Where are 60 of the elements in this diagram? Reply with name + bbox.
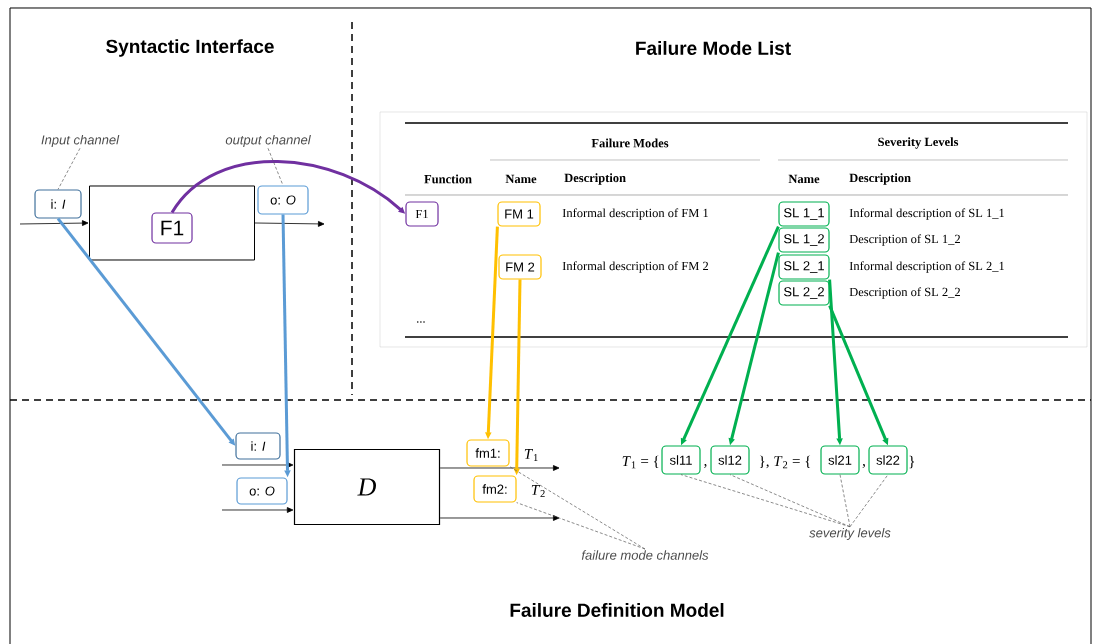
severity-box: SL 1_2	[778, 227, 830, 253]
column-header: Name	[788, 174, 820, 184]
formula-text: ,	[862, 464, 865, 468]
failure-mode-box: FM 2	[498, 254, 542, 280]
annotation-text: Input channel	[41, 134, 120, 148]
table-cell: Informal description of SL 1_1	[849, 208, 1004, 220]
severity-box: SL 1_1	[778, 201, 830, 227]
annotation-text: output channel	[225, 134, 311, 148]
arrow	[439, 515, 560, 521]
annotation-text: severity levels	[809, 527, 891, 541]
definition-block: D	[293, 448, 441, 526]
section-heading: Failure Mode List	[636, 41, 791, 55]
leader-line	[839, 474, 851, 528]
severity-box: sl11	[661, 445, 701, 475]
severity-box: SL 2_2	[778, 280, 830, 306]
leader-line	[729, 474, 851, 528]
port-box: o: O	[257, 185, 309, 215]
section-heading: Syntactic Interface	[106, 39, 274, 57]
port-box: i: I	[34, 189, 82, 219]
channel-box: fm1:	[466, 439, 510, 467]
column-header: Description	[849, 173, 911, 185]
column-header: Function	[424, 174, 472, 184]
arrow	[19, 220, 89, 226]
leader-line	[680, 474, 851, 528]
port-box: i: I	[235, 432, 281, 460]
column-header: Failure Modes	[591, 138, 669, 148]
leader-line	[267, 147, 284, 186]
column-header: Description	[564, 173, 626, 185]
leader-line	[849, 474, 889, 528]
function-name-box: F1	[151, 212, 193, 244]
severity-box: sl12	[710, 445, 750, 475]
table-cell: Description of SL 2_2	[849, 287, 960, 299]
annotation-text: failure mode channels	[581, 550, 709, 560]
arrow	[439, 465, 560, 471]
table-cell: Description of SL 1_2	[849, 234, 960, 246]
column-header: Name	[505, 174, 537, 184]
section-heading: Failure Definition Model	[510, 603, 724, 617]
function-block	[89, 185, 255, 261]
severity-box: sl21	[820, 445, 860, 475]
table-cell: Informal description of FM 2	[562, 261, 709, 273]
severity-box: SL 2_1	[778, 254, 830, 280]
table-cell: Informal description of SL 2_1	[849, 261, 1004, 273]
arrow	[254, 221, 325, 227]
failure-mode-box: FM 1	[497, 201, 541, 227]
leader-line	[516, 502, 646, 550]
channel-type: T$_{2}$	[531, 485, 545, 497]
formula-text: }, T$_{2}$ = {	[759, 455, 811, 469]
formula-text: ,	[704, 464, 707, 468]
leader-line	[57, 147, 81, 190]
arrow	[221, 462, 294, 468]
function-name-box: F1	[405, 201, 439, 227]
table-cell: Informal description of FM 1	[562, 208, 708, 220]
leader-line	[509, 466, 646, 550]
channel-box: fm2:	[473, 475, 517, 503]
channel-type: T$_{1}$	[524, 449, 538, 461]
arrow	[221, 507, 294, 513]
ellipsis: ...	[417, 321, 425, 323]
severity-box: sl22	[868, 445, 908, 475]
port-box: o: O	[236, 477, 288, 505]
column-header: Severity Levels	[878, 137, 959, 149]
